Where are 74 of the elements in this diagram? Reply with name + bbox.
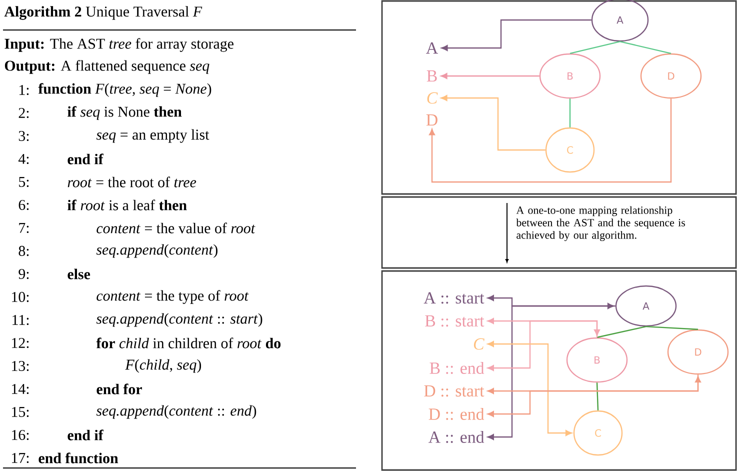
connector	[620, 41, 672, 54]
tree-node: D	[667, 329, 729, 375]
sequence-item: B :: start	[425, 315, 484, 327]
code-line: content = the type of root	[96, 290, 249, 304]
tree-node: A	[615, 285, 677, 327]
connector	[596, 326, 646, 338]
line-number: 17:	[12, 452, 29, 464]
line-number: 9:	[18, 268, 29, 280]
line-number: 11:	[12, 314, 29, 326]
tree-node: D	[640, 53, 702, 99]
algorithm-title: Algorithm 2 Unique Traversal F	[4, 6, 202, 20]
code-line: end for	[96, 384, 142, 394]
connector	[488, 318, 600, 336]
sequence-item: D	[426, 114, 438, 126]
code-line: end if	[68, 430, 104, 440]
tree-node: B	[539, 53, 601, 99]
code-line: end function	[38, 452, 118, 464]
code-line: seq.append(content :: end)	[96, 405, 256, 419]
connector	[488, 305, 616, 440]
connector	[488, 320, 598, 371]
connector	[488, 374, 699, 417]
sequence-item: A :: end	[428, 431, 484, 443]
connector	[488, 341, 572, 436]
sequence-item: C	[427, 92, 438, 104]
sequence-item: C	[474, 338, 484, 350]
connector	[596, 382, 599, 410]
line-number: 2:	[18, 108, 29, 118]
line-number: 8:	[18, 246, 29, 256]
tree-node: C	[545, 127, 595, 173]
line-number: 6:	[18, 200, 29, 210]
sequence-item: D :: end	[428, 408, 484, 420]
connector	[488, 295, 614, 309]
sequence-item: A :: start	[424, 292, 484, 304]
code-line: for child in children of root do	[96, 338, 281, 348]
line-number: 13:	[12, 360, 29, 372]
line-number: 3:	[18, 130, 29, 142]
line-number: 4:	[18, 154, 29, 164]
line-number: 5:	[19, 177, 29, 187]
connector	[440, 95, 546, 151]
tree-node: B	[566, 337, 628, 383]
code-line: F(child, seq)	[125, 359, 202, 373]
line-number: 15:	[12, 406, 29, 418]
tree-node: C	[573, 410, 623, 456]
code-line: root = the root of tree	[68, 176, 196, 188]
line-number: 7:	[19, 223, 29, 233]
connector	[429, 98, 672, 183]
connector	[440, 73, 540, 79]
note-text: A one-to-one mapping relationship between the AST and the sequence is achieved by our algorithm.	[516, 206, 685, 242]
code-line: if seq is None then	[68, 106, 182, 120]
line-number: 12:	[12, 338, 29, 348]
code-line: if root is a leaf then	[68, 200, 187, 210]
line-number: 10:	[12, 292, 29, 302]
line-number: 14:	[12, 384, 29, 394]
connector	[646, 326, 698, 330]
sequence-item: B	[426, 70, 437, 82]
sequence-item: D :: start	[424, 385, 484, 397]
io-line: Output: A flattened sequence seq	[4, 60, 210, 74]
line-number: 16:	[12, 430, 29, 440]
connector	[488, 376, 701, 394]
code-line: end if	[68, 154, 104, 164]
code-line: seq.append(content)	[96, 244, 218, 258]
sequence-item: B :: end	[430, 362, 484, 374]
code-line: seq = an empty list	[96, 129, 210, 143]
code-line: else	[68, 268, 90, 280]
sequence-item: A	[426, 42, 438, 54]
code-line: seq.append(content :: start)	[96, 313, 262, 327]
connector	[569, 98, 571, 128]
connector	[570, 41, 620, 54]
code-line: content = the value of root	[96, 222, 256, 234]
code-line: function F(tree, seq = None)	[38, 83, 212, 97]
tree-node: A	[591, 0, 649, 42]
line-number: 1:	[20, 84, 29, 96]
io-line: Input: The AST tree for array storage	[4, 38, 234, 52]
connector	[441, 19, 592, 51]
